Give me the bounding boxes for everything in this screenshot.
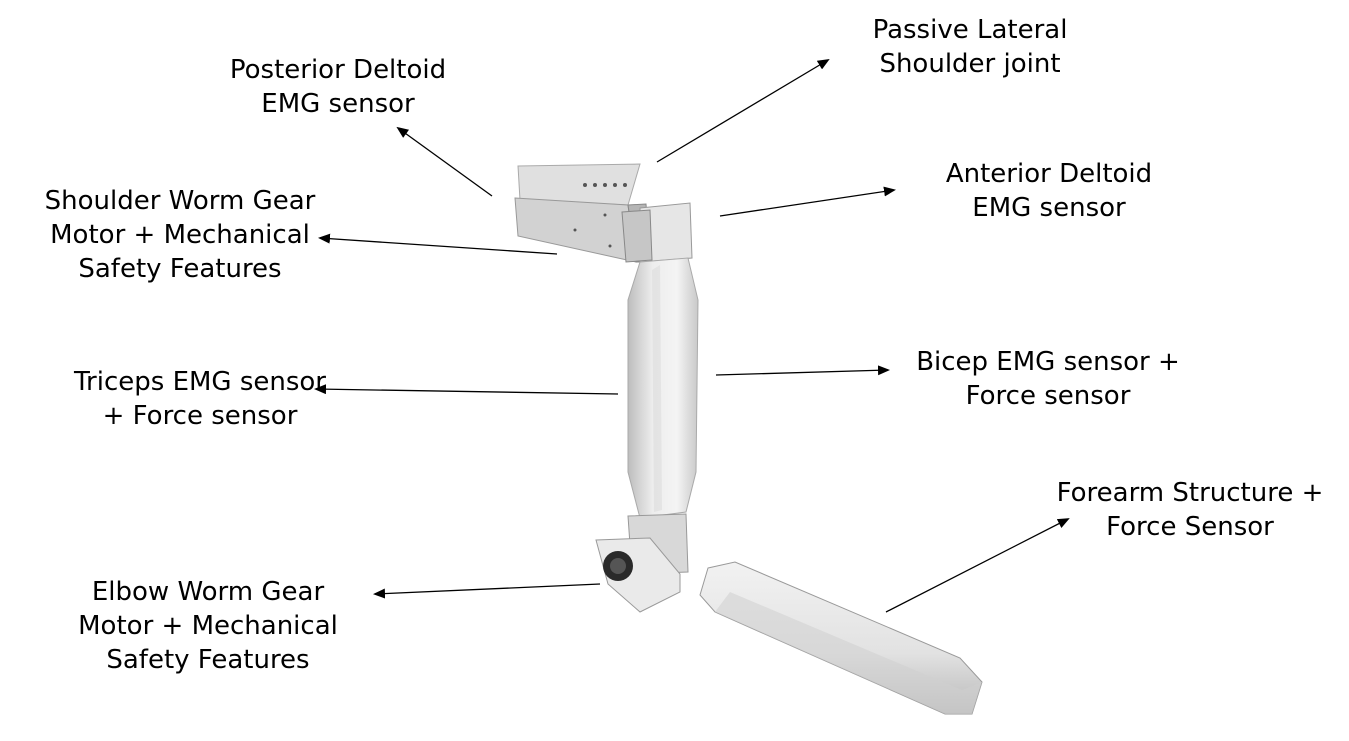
label-shoulder-worm-gear: Shoulder Worm Gear Motor + Mechanical Sa… xyxy=(44,186,316,284)
arrow-anterior-deltoid xyxy=(719,186,896,217)
arrow-triceps xyxy=(314,384,619,395)
label-elbow-worm-gear: Elbow Worm Gear Motor + Mechanical Safet… xyxy=(78,577,338,675)
arrow-passive-lateral xyxy=(656,58,830,163)
arrow-shoulder-gear xyxy=(318,233,558,255)
label-anterior-deltoid: Anterior Deltoid EMG sensor xyxy=(945,159,1153,223)
pointer-arrows xyxy=(314,58,1070,613)
arrow-forearm xyxy=(885,518,1070,613)
arrow-bicep xyxy=(715,365,890,376)
label-triceps: Triceps EMG sensor + Force sensor xyxy=(73,367,326,431)
arrow-elbow-gear xyxy=(373,583,601,599)
forearm xyxy=(699,561,983,715)
upper-arm xyxy=(627,257,699,519)
exoskeleton-render xyxy=(514,163,983,715)
arrow-posterior-deltoid xyxy=(396,126,493,197)
label-passive-lateral-shoulder-joint: Passive Lateral Shoulder joint xyxy=(872,15,1068,79)
elbow-joint xyxy=(595,513,689,613)
shoulder-motor xyxy=(621,202,693,263)
label-forearm-structure: Forearm Structure + Force Sensor xyxy=(1056,478,1324,542)
label-bicep: Bicep EMG sensor + Force sensor xyxy=(916,347,1180,411)
label-posterior-deltoid: Posterior Deltoid EMG sensor xyxy=(229,55,447,119)
